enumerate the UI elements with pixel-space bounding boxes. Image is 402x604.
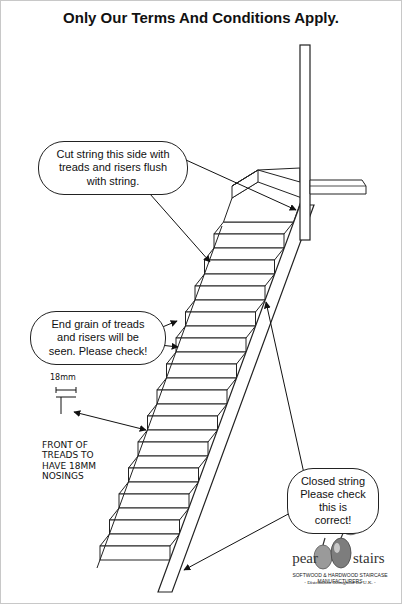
riser: [138, 442, 208, 456]
tread: [176, 326, 256, 338]
tread: [157, 378, 237, 390]
riser: [100, 546, 170, 560]
riser: [176, 338, 246, 352]
dimension: 18mm: [50, 373, 90, 382]
winder-tread: [232, 168, 300, 186]
riser: [186, 312, 256, 326]
logo-tagline: - Distribution throughout the U.K. -: [282, 580, 398, 586]
newel-post: [300, 45, 310, 240]
riser: [167, 364, 237, 378]
riser: [157, 390, 227, 404]
leader-arrow: [266, 302, 305, 478]
tread: [119, 482, 199, 494]
tread: [214, 222, 294, 234]
leader-arrow: [186, 160, 296, 210]
callout-bubble: Closed string Please check this is corre…: [287, 468, 379, 535]
tread: [186, 300, 266, 312]
tread: [110, 508, 190, 520]
beam-edge: [310, 186, 366, 187]
cut-string-edge: [97, 226, 222, 568]
leader-arrow: [150, 194, 210, 262]
tread: [167, 352, 247, 364]
tread: [129, 456, 209, 468]
logo-word: pear: [280, 550, 318, 567]
riser: [214, 234, 284, 248]
logo-word: stairs: [353, 550, 399, 567]
tread: [100, 534, 180, 546]
riser: [148, 416, 218, 430]
callout-bubble: End grain of treads and risers will be s…: [30, 311, 166, 365]
callout-text: End grain of treads and risers will be s…: [43, 318, 153, 358]
nosing-sketch: [56, 387, 76, 414]
closed-string: [158, 205, 314, 592]
tread: [205, 248, 285, 260]
handwritten-note: FRONT OF TREADS TO HAVE 18MM NOSINGS: [42, 440, 104, 481]
trimmer-beam: [310, 180, 366, 194]
callout-bubble: Cut string this side with treads and ris…: [38, 141, 188, 195]
tread: [148, 404, 228, 416]
riser: [110, 520, 180, 534]
tread: [195, 274, 275, 286]
title: Only Our Terms And Conditions Apply.: [0, 9, 402, 26]
pear-logo: [314, 531, 356, 569]
callout-text: Cut string this side with treads and ris…: [51, 148, 175, 188]
double-arrow: [74, 412, 146, 430]
leader-arrow: [184, 512, 292, 570]
riser: [205, 260, 275, 274]
callout-text: Closed string Please check this is corre…: [300, 475, 366, 528]
riser: [195, 286, 265, 300]
riser: [129, 468, 199, 482]
riser: [119, 494, 189, 508]
tread: [138, 430, 218, 442]
